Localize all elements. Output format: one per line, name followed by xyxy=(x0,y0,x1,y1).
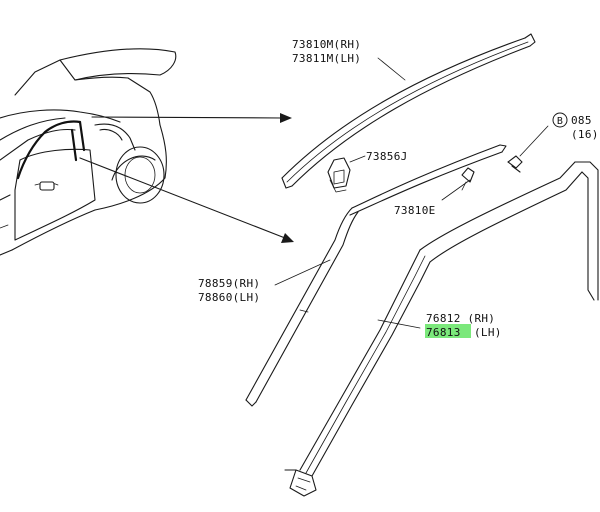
bolt-code-label: 085 xyxy=(571,114,592,127)
drip-molding-part xyxy=(349,144,507,216)
leader-arrow-upper xyxy=(91,113,292,123)
roof-molding-rh-label: 73810M(RH) xyxy=(292,38,361,51)
bolt-marker-letter: B xyxy=(557,116,563,127)
leader-arrow-lower xyxy=(79,157,294,243)
bolt-part xyxy=(507,125,549,173)
roof-molding-lh-label: 73811M(LH) xyxy=(292,52,361,65)
pillar-finisher-rh-label: 78859(RH) xyxy=(198,277,260,290)
pillar-finisher-callout-line xyxy=(274,259,331,286)
lh-code-highlight xyxy=(425,324,471,338)
clip-label: 73856J xyxy=(366,150,408,163)
weatherstrip-lh-side: (LH) xyxy=(474,326,502,339)
weatherstrip-rh-label: 76812 (RH) xyxy=(426,312,495,325)
drip-molding-callout-line xyxy=(441,179,471,201)
weatherstrip-lh-code: 76813 xyxy=(426,326,461,339)
clip-callout-line xyxy=(349,155,366,163)
bolt-marker: B xyxy=(552,112,568,128)
weatherstrip-part xyxy=(284,161,599,497)
pillar-finisher-part xyxy=(245,207,359,407)
weatherstrip-callout-line xyxy=(377,319,421,329)
bolt-qty-label: (16) xyxy=(571,128,599,141)
drip-molding-label: 73810E xyxy=(394,204,436,217)
roof-molding-part xyxy=(281,33,536,189)
pillar-finisher-lh-label: 78860(LH) xyxy=(198,291,260,304)
car-illustration xyxy=(0,48,177,256)
roof-molding-callout-line xyxy=(377,57,406,81)
clip-part xyxy=(327,157,351,193)
